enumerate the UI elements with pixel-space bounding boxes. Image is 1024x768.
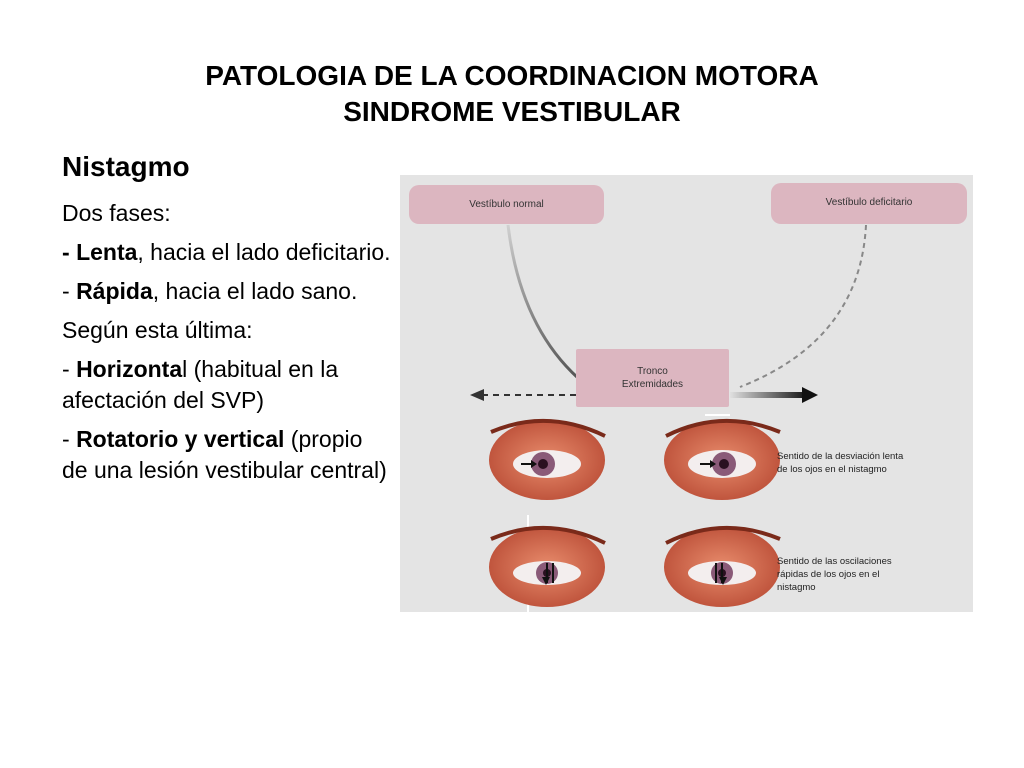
paragraph-fast-phase: - Rápida, hacia el lado sano. [62, 278, 358, 304]
slide-title: PATOLOGIA DE LA COORDINACION MOTORA SIND… [0, 58, 1024, 130]
title-line-1: PATOLOGIA DE LA COORDINACION MOTORA [205, 60, 819, 91]
solid-right-arrow-head [802, 387, 818, 403]
normal-pathway-curve [506, 224, 580, 380]
body-text: Dos fases: - Lenta, hacia el lado defici… [62, 198, 392, 494]
section-heading: Nistagmo [62, 151, 190, 182]
trunk-label: Tronco [637, 366, 668, 377]
paragraph-slow-phase: - Lenta, hacia el lado deficitario. [62, 239, 391, 265]
nystagmus-figure: Vestíbulo normal Vestíbulo deficitario T… [400, 175, 973, 612]
solid-right-arrow-shaft [730, 392, 808, 398]
eye-bottom-right [664, 526, 781, 607]
limbs-label: Extremidades [621, 379, 684, 390]
dashed-left-arrow-head [470, 389, 484, 401]
normal-vestibule-label: Vestíbulo normal [469, 199, 544, 210]
deficient-vestibule-label: Vestíbulo deficitario [825, 197, 913, 208]
deficient-pathway-curve [739, 224, 867, 388]
paragraph-horizontal: - Horizontal (habitual en la afectación … [62, 356, 339, 413]
caption-fast-oscillation: Sentido de las oscilaciones rápidas de l… [777, 556, 892, 593]
caption-slow-deviation: Sentido de la desviación lenta de los oj… [777, 451, 904, 475]
title-line-2: SINDROME VESTIBULAR [343, 96, 681, 127]
eye-top-right [664, 419, 781, 500]
eye-bottom-left [489, 526, 606, 607]
trunk-limbs-box: Tronco Extremidades [576, 349, 729, 407]
paragraph-phases: Dos fases: [62, 200, 171, 226]
normal-vestibule-box: Vestíbulo normal [409, 185, 604, 224]
figure-drawing [470, 224, 867, 612]
paragraph-rotatory: - Rotatorio y vertical (propio de una le… [62, 426, 387, 483]
deficient-vestibule-box: Vestíbulo deficitario [771, 183, 967, 224]
eye-top-left [489, 419, 606, 500]
paragraph-according: Según esta última: [62, 317, 253, 343]
